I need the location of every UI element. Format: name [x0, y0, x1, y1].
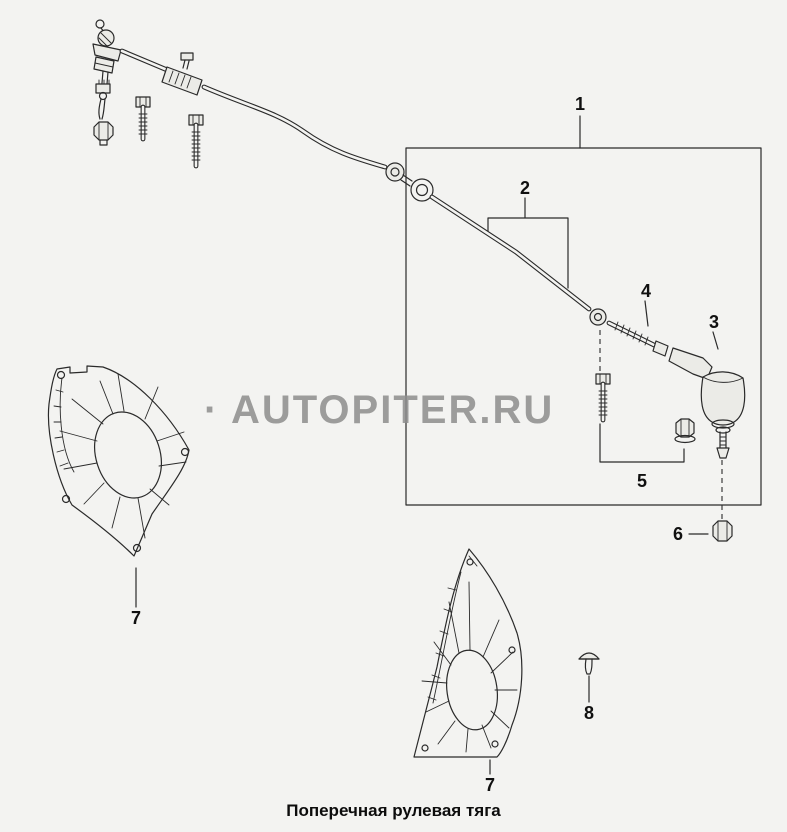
tie-rod-end-right	[668, 347, 746, 459]
inner-socket	[410, 178, 434, 202]
castle-nut	[95, 83, 111, 94]
callout-3: 3	[708, 312, 720, 332]
tie-rod	[201, 84, 607, 326]
tie-rod-end-left	[92, 19, 122, 146]
adjuster-clamp	[119, 48, 203, 96]
diagram-caption: Поперечная рулевая тяга	[286, 801, 501, 820]
splash-shield-right	[413, 548, 523, 758]
flange-nut	[674, 418, 696, 444]
callout-8: 8	[583, 703, 595, 723]
push-clip	[578, 652, 600, 675]
bolt-left	[135, 96, 151, 142]
callout-6: 6	[672, 524, 684, 544]
splash-shield-left	[47, 365, 190, 557]
hex-nut-left	[93, 121, 114, 141]
cotter-pin	[98, 91, 108, 101]
stud-bolt	[606, 320, 669, 357]
callout-7-left: 7	[130, 608, 142, 628]
nut	[712, 520, 733, 542]
callout-5: 5	[636, 471, 648, 491]
callout-box-1	[405, 147, 762, 506]
callout-2: 2	[519, 178, 531, 198]
leader-lines	[135, 115, 719, 775]
callout-1: 1	[574, 94, 586, 114]
watermark-text: · AUTOPITER.RU	[204, 388, 555, 432]
callout-7-right: 7	[484, 775, 496, 795]
hidden-lines	[599, 330, 723, 519]
bolt-mid	[188, 114, 204, 169]
callout-4: 4	[640, 281, 652, 301]
bolt-right	[595, 373, 611, 423]
ball-joint-boot	[700, 371, 746, 426]
